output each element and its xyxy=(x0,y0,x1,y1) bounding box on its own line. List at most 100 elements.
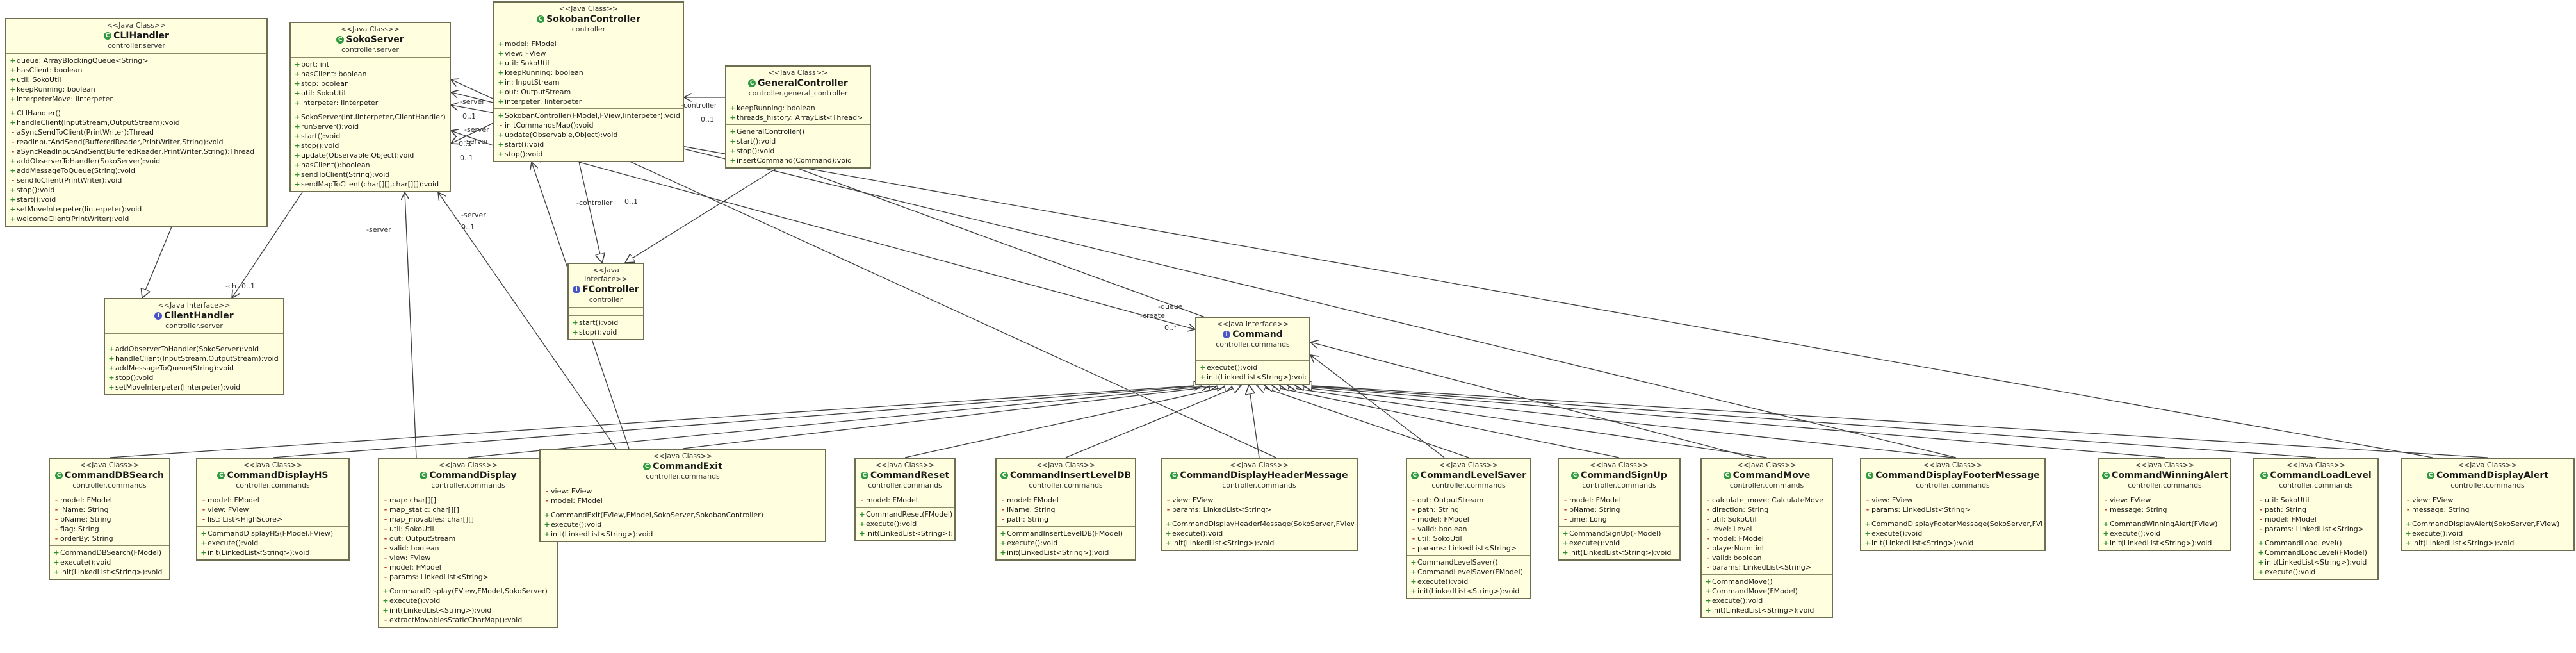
stereotype-label: <<Java Class>> xyxy=(558,4,619,13)
attributes-section: -map: char[][]-map_static: char[][]-map_… xyxy=(379,493,557,584)
visibility-marker: + xyxy=(498,78,504,87)
visibility-marker: + xyxy=(2103,520,2109,528)
visibility-marker: + xyxy=(294,99,300,107)
realization-line xyxy=(468,385,1218,458)
visibility-marker: - xyxy=(1563,506,1567,514)
attribute-text: time: Long xyxy=(1569,515,1607,524)
attribute-row: -params: LinkedList<String> xyxy=(382,572,555,582)
operation-row: +init(LinkedList<String>):void xyxy=(2257,558,2375,567)
visibility-marker: - xyxy=(384,506,387,514)
operations-section: +SokobanController(FModel,FView,Iinterpe… xyxy=(494,109,683,161)
operation-text: welcomeClient(PrintWriter):void xyxy=(17,215,129,223)
realization-line xyxy=(109,385,1203,458)
operation-text: init(LinkedList<String>):void xyxy=(389,606,492,615)
package-label: controller.commands xyxy=(1582,481,1656,490)
visibility-marker: - xyxy=(545,487,549,495)
operation-text: CommandDisplay(FView,FModel,SokoServer) xyxy=(389,587,548,595)
attribute-row: -direction: String xyxy=(1704,505,1829,515)
stereotype-label: <<Java Class>> xyxy=(2458,461,2518,469)
realization-line xyxy=(1264,385,1620,458)
attribute-text: path: String xyxy=(1417,506,1460,514)
attribute-text: map_movables: char[][] xyxy=(389,515,474,524)
class-name-text: CommandDisplayHS xyxy=(227,470,329,481)
operation-text: init(LinkedList<String>):void xyxy=(1712,606,1814,615)
attribute-row: -map: char[][] xyxy=(382,495,555,505)
visibility-marker: + xyxy=(53,549,60,557)
visibility-marker: + xyxy=(10,195,16,204)
attribute-text: message: String xyxy=(2412,506,2470,514)
attribute-text: model: FModel xyxy=(60,496,112,504)
attribute-text: path: String xyxy=(1007,515,1049,524)
attribute-row: -util: SokoUtil xyxy=(2257,495,2375,505)
operation-text: execute():void xyxy=(389,597,441,605)
operation-text: runServer():void xyxy=(301,122,359,131)
operation-row: +execute():void xyxy=(1410,577,1528,586)
attribute-row: -model: FModel xyxy=(200,495,346,505)
visibility-marker: + xyxy=(2258,549,2264,557)
operation-text: stop():void xyxy=(115,374,154,382)
operation-text: init(LinkedList<String>):void xyxy=(2412,539,2515,547)
package-label: controller.commands xyxy=(72,481,147,490)
operation-row: -readInputAndSend(BufferedReader,PrintWr… xyxy=(9,137,264,147)
visibility-marker: - xyxy=(2259,506,2263,514)
operation-text: insertCommand(Command):void xyxy=(737,156,852,165)
attribute-row: -message: String xyxy=(2102,505,2228,515)
visibility-marker: + xyxy=(10,76,16,84)
attribute-text: map_static: char[][] xyxy=(389,506,459,514)
operation-text: CommandLevelSaver() xyxy=(1417,558,1498,566)
visibility-marker: + xyxy=(1562,539,1569,547)
visibility-marker: - xyxy=(2104,506,2108,514)
operation-text: stop():void xyxy=(505,150,543,158)
operation-text: sendToClient(PrintWriter):void xyxy=(17,176,122,185)
visibility-marker: + xyxy=(10,95,16,103)
attribute-row: -params: LinkedList<String> xyxy=(1704,563,1829,572)
attribute-text: model: FModel xyxy=(389,563,441,572)
attribute-text: valid: boolean xyxy=(1712,554,1762,562)
operation-text: execute():void xyxy=(866,520,917,528)
visibility-marker: - xyxy=(2406,496,2410,504)
operations-section: +CommandMove()+CommandMove(FModel)+execu… xyxy=(1702,575,1832,617)
package-label: controller.server xyxy=(341,45,399,54)
visibility-marker: + xyxy=(53,558,60,566)
edge-label: -server xyxy=(460,97,485,106)
attribute-row: +stop: boolean xyxy=(293,79,447,88)
visibility-marker: - xyxy=(384,563,387,572)
visibility-marker: + xyxy=(10,119,16,127)
operation-text: init(LinkedList<String>):void xyxy=(1007,549,1109,557)
visibility-marker: + xyxy=(730,147,736,155)
attribute-row: -params: LinkedList<String> xyxy=(1164,505,1354,515)
operation-text: CommandWinningAlert(FView) xyxy=(2110,520,2218,528)
class-name-text: CommandDisplay xyxy=(429,470,517,481)
edge-label: -ch xyxy=(225,282,236,290)
visibility-marker: + xyxy=(730,113,736,122)
operation-text: execute():void xyxy=(208,539,259,547)
operation-row: +sendMapToClient(char[][],char[][]):void xyxy=(293,179,447,189)
attribute-text: model: FModel xyxy=(551,497,603,505)
